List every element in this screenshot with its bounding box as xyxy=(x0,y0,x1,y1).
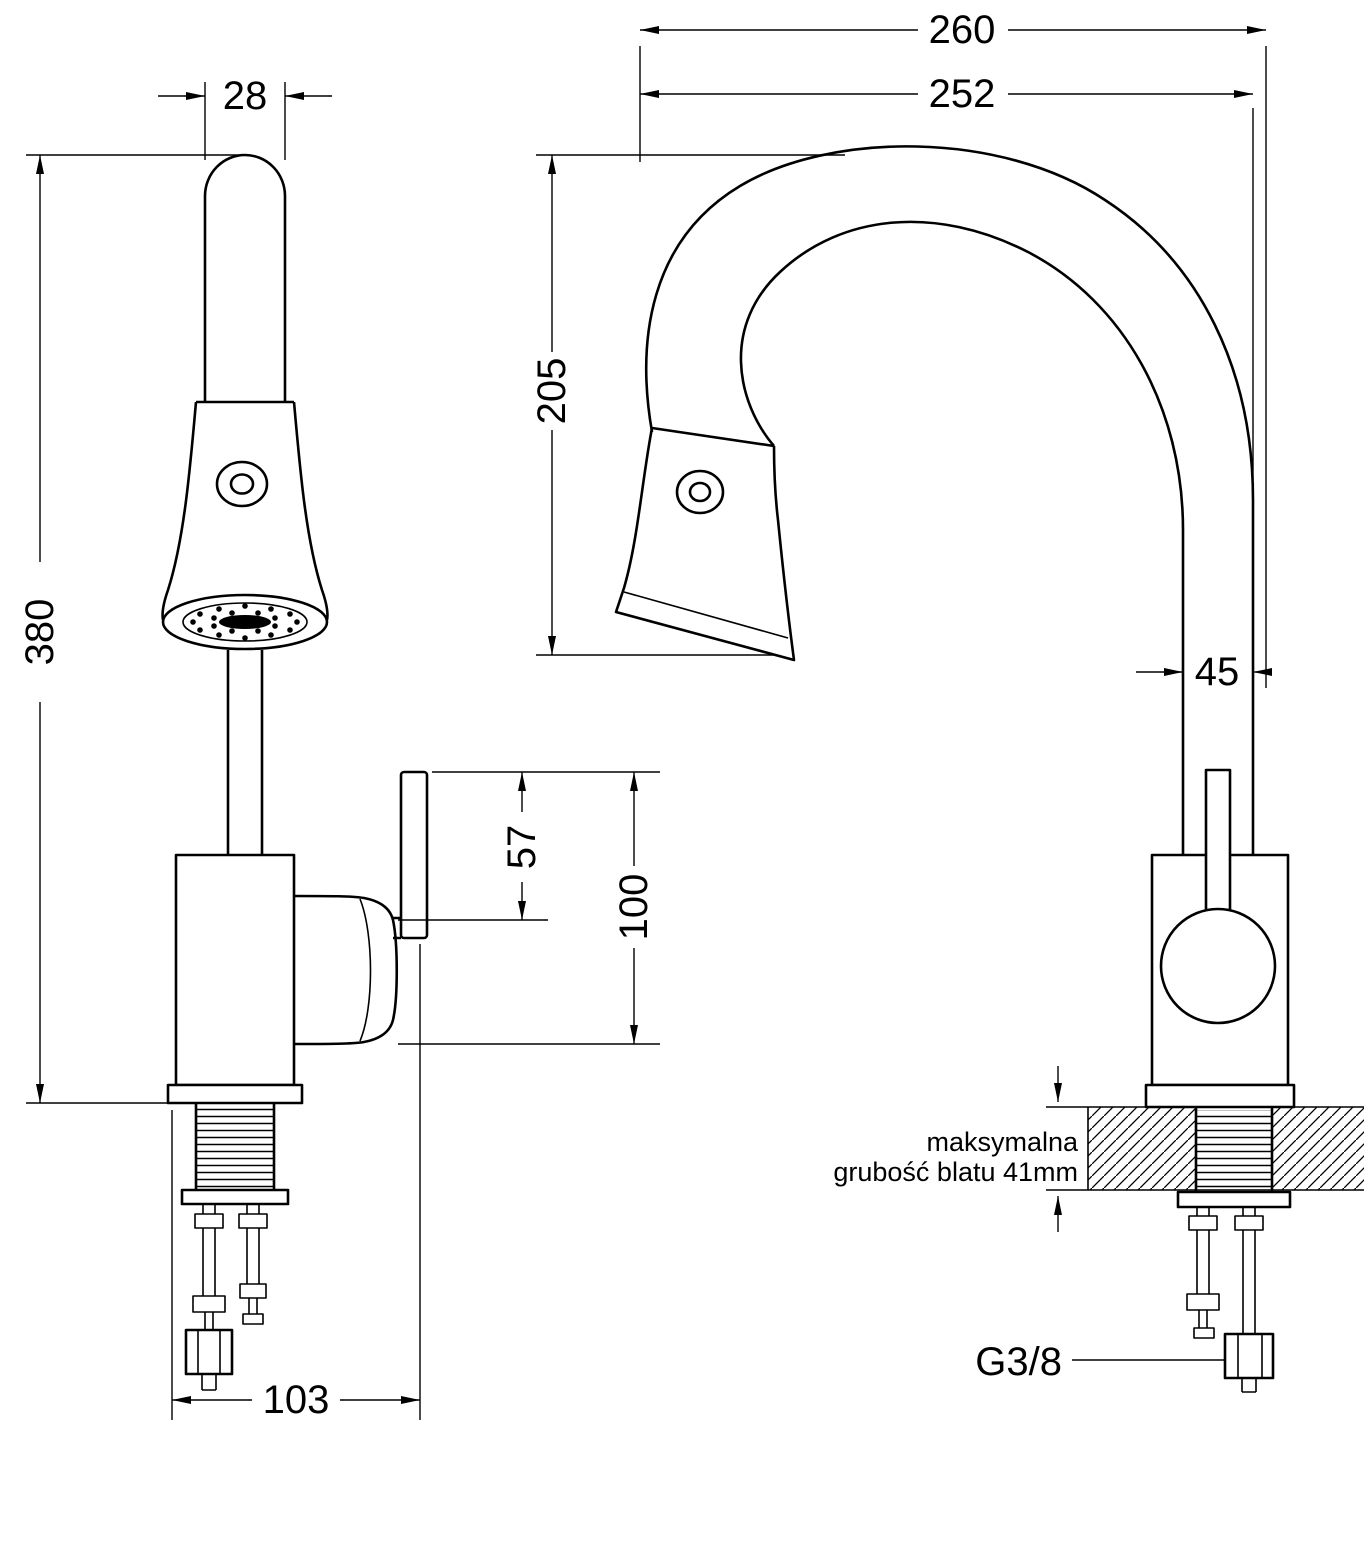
dim-counter-thickness: maksymalna grubość blatu 41mm xyxy=(833,1066,1079,1232)
dim-label-260: 260 xyxy=(929,8,996,52)
hex-nut-facets xyxy=(197,1330,221,1374)
dim-base-span: 103 xyxy=(171,944,421,1422)
hose-fitting-right xyxy=(239,1283,267,1299)
hose-tube-right xyxy=(248,1298,258,1314)
thread-label: G3/8 xyxy=(975,1340,1062,1384)
dim-handle-height: 100 xyxy=(398,772,660,1045)
mounting-studs xyxy=(202,1204,260,1296)
dim-overall-depth: 260 xyxy=(639,8,1267,688)
hose-fitting-side-left xyxy=(1186,1293,1220,1311)
dim-lever-height: 57 xyxy=(398,771,660,921)
dim-label-57: 57 xyxy=(500,825,544,870)
stud-nut-left xyxy=(194,1213,224,1229)
spray-head-outline xyxy=(161,400,329,621)
side-view xyxy=(614,145,1364,1393)
dim-label-380: 380 xyxy=(18,599,62,666)
hose-end-right xyxy=(242,1313,264,1325)
faucet-body xyxy=(174,853,296,1087)
hex-nut-side xyxy=(1223,1332,1275,1380)
handle-pivot xyxy=(393,916,401,940)
dim-spout-reach: 252 xyxy=(640,72,1254,480)
spray-button-center xyxy=(229,473,255,495)
stud-nut-side-left xyxy=(1188,1215,1218,1231)
dim-label-252: 252 xyxy=(929,72,996,116)
counter-note-line1: maksymalna xyxy=(926,1127,1079,1157)
dim-total-height: 380 xyxy=(18,154,243,1104)
dim-spout-clearance: 205 xyxy=(530,154,845,656)
dim-label-45: 45 xyxy=(1195,650,1240,694)
base-flange-side xyxy=(1144,1083,1296,1109)
mounting-washer xyxy=(180,1188,290,1206)
mounting-studs-side xyxy=(1196,1207,1256,1334)
dimensions-side: 260 252 205 45 maksymalna grubość blatu … xyxy=(530,8,1272,1384)
base-flange xyxy=(166,1083,304,1105)
handle-boss-arc xyxy=(359,898,372,1042)
thread-callout: G3/8 xyxy=(975,1340,1225,1384)
spray-head-side xyxy=(614,426,796,662)
shank-thread xyxy=(1196,1110,1272,1190)
hex-nut-side-facets xyxy=(1237,1334,1263,1378)
aerator-ring xyxy=(182,602,308,642)
threaded-stem-hatch xyxy=(196,1106,274,1188)
hose-tube-left xyxy=(204,1312,214,1330)
countertop-hatch-right xyxy=(1272,1107,1364,1190)
dim-label-28: 28 xyxy=(223,74,268,118)
gooseneck-outer xyxy=(644,145,1255,855)
hose-tube-side-left xyxy=(1198,1310,1208,1328)
handle-rod xyxy=(1204,768,1232,912)
shank-sides xyxy=(1194,1107,1274,1192)
dim-label-205: 205 xyxy=(530,358,574,425)
hose-end-side-left xyxy=(1193,1327,1215,1339)
hex-nut-stub xyxy=(201,1374,217,1391)
hex-nut-side-stub xyxy=(1241,1378,1257,1393)
lower-pipe xyxy=(226,650,264,855)
aerator-dots xyxy=(190,603,300,641)
dim-label-100: 100 xyxy=(612,874,656,941)
spray-button-icon xyxy=(215,460,269,508)
stud-nut-side-right xyxy=(1234,1215,1264,1231)
handle-lever xyxy=(399,770,429,940)
spout-pipe xyxy=(203,153,287,402)
hex-nut-left xyxy=(184,1328,234,1376)
hose-fitting-left xyxy=(192,1295,226,1313)
dim-column-width: 45 xyxy=(1136,650,1272,694)
spray-head-lip xyxy=(623,591,789,639)
handle-boss xyxy=(293,894,399,1046)
gooseneck-inner xyxy=(739,220,1185,855)
dim-spout-width: 28 xyxy=(158,74,332,160)
dimensions-front: 28 380 57 100 103 xyxy=(18,74,660,1422)
counter-note-line2: grubość blatu 41mm xyxy=(833,1157,1078,1187)
front-view xyxy=(161,153,429,1391)
handle-ball-joint xyxy=(1159,907,1277,1025)
aerator-slot xyxy=(219,615,271,629)
stud-nut-right xyxy=(238,1213,268,1229)
threaded-stem xyxy=(194,1103,276,1190)
dim-label-103: 103 xyxy=(263,1378,330,1422)
countertop-hatch-left xyxy=(1088,1107,1196,1190)
mounting-washer-side xyxy=(1176,1190,1292,1209)
spray-button-side xyxy=(675,469,725,515)
spray-button-side-center xyxy=(688,481,712,503)
